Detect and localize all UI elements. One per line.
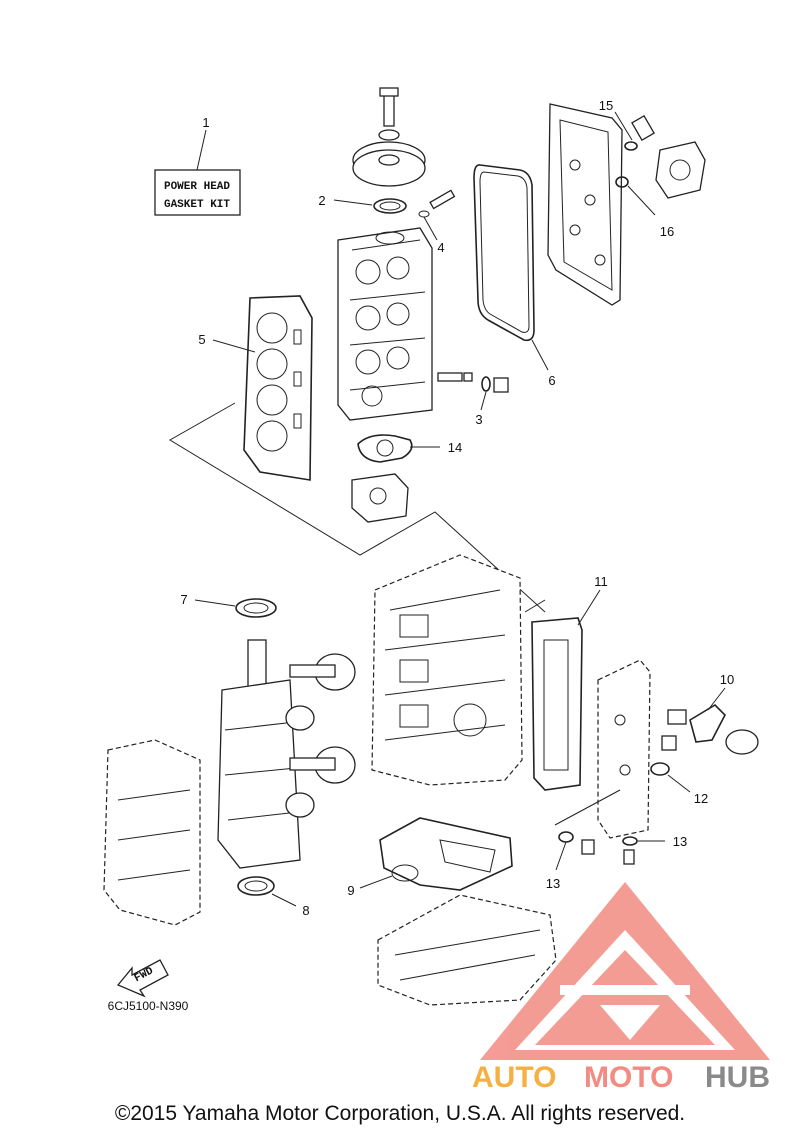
oil-seal-2: 2 — [318, 193, 407, 214]
cylinder-block — [371, 554, 523, 786]
callout-1: 1 — [202, 115, 209, 130]
base-gasket-9: 9 — [347, 817, 513, 898]
thermostat-housing — [351, 473, 409, 523]
fwd-arrow-icon: FWD — [116, 959, 169, 998]
callout-16: 16 — [660, 224, 674, 239]
watermark-text: AUTO MOTO HUB — [472, 1061, 770, 1094]
washer-13b: 13 — [546, 789, 621, 891]
callout-7: 7 — [180, 592, 187, 607]
callout-3: 3 — [475, 412, 482, 427]
callout-14: 14 — [448, 440, 462, 455]
callout-9: 9 — [347, 883, 354, 898]
gasket-kit-label: POWER HEAD GASKET KIT 1 — [154, 115, 241, 216]
washer-13a: 13 — [622, 834, 687, 865]
thermostat-gasket-14: 14 — [357, 434, 462, 463]
callout-13b: 13 — [546, 876, 560, 891]
gasket-10: 10 — [667, 672, 759, 755]
bolt-washer-4: 4 — [418, 189, 456, 255]
oil-seal-8: 8 — [237, 876, 310, 918]
lower-casing — [377, 894, 557, 1006]
plug-3: 3 — [437, 372, 509, 427]
svg-text:HUB: HUB — [705, 1061, 770, 1094]
svg-text:MOTO: MOTO — [584, 1061, 673, 1094]
parts-diagram: POWER HEAD GASKET KIT 1 2 4 — [103, 87, 770, 1094]
head-gasket-5: 5 — [198, 295, 313, 481]
cover-seal-6: 6 — [473, 164, 556, 388]
callout-10: 10 — [720, 672, 734, 687]
callout-11: 11 — [594, 574, 608, 589]
copyright-notice: ©2015 Yamaha Motor Corporation, U.S.A. A… — [114, 1102, 686, 1125]
head-cover — [547, 103, 623, 306]
cylinder-head — [337, 227, 433, 421]
crankcase — [103, 739, 201, 926]
oil-seal-7: 7 — [180, 592, 277, 618]
oring-16: 16 — [615, 141, 706, 239]
callout-6: 6 — [548, 373, 555, 388]
callout-2: 2 — [318, 193, 325, 208]
svg-text:AUTO: AUTO — [472, 1061, 556, 1094]
callout-5: 5 — [198, 332, 205, 347]
exhaust-gasket-11: 11 — [531, 574, 608, 791]
callout-4: 4 — [437, 240, 444, 255]
oring-15: 15 — [599, 98, 655, 151]
camshaft-sprocket — [352, 87, 426, 187]
oring-12: 12 — [650, 735, 708, 806]
callout-12: 12 — [694, 791, 708, 806]
watermark-logo — [480, 882, 770, 1060]
diagram-code: 6CJ5100-N390 — [108, 999, 189, 1013]
callout-15: 15 — [599, 98, 613, 113]
kit-label-line1: POWER HEAD — [164, 181, 230, 193]
exhaust-cover — [597, 659, 651, 839]
crankshaft-pistons — [217, 639, 356, 869]
callout-8: 8 — [302, 903, 309, 918]
callout-13a: 13 — [673, 834, 687, 849]
kit-label-line2: GASKET KIT — [164, 199, 230, 211]
